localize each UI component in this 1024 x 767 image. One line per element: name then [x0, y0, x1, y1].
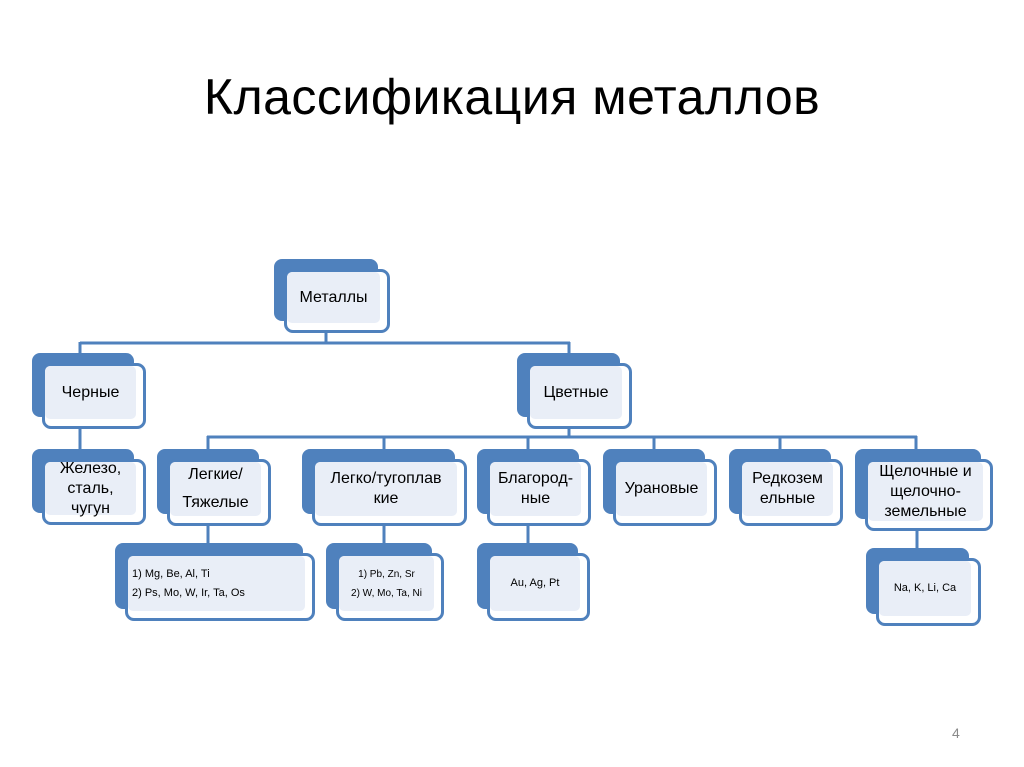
node-metals: Металлы: [274, 259, 390, 333]
node-alkali-examples: Na, K, Li, Ca: [866, 548, 981, 626]
line: Редкозем: [752, 470, 823, 487]
node-noble-examples: Au, Ag, Pt: [477, 543, 590, 621]
line: Тяжелые: [182, 494, 249, 511]
line: Благород-: [497, 470, 574, 487]
line: чугун: [70, 499, 110, 517]
line: Na, K, Li, Ca: [893, 582, 957, 594]
line: Легкие/: [188, 466, 243, 483]
line: ельные: [759, 490, 816, 507]
node-fusible-refractory: Легко/тугоплав кие: [302, 449, 467, 526]
line: 1) Mg, Be, Al, Ti: [132, 567, 210, 580]
line: Железо,: [59, 459, 122, 477]
line: кие: [373, 490, 399, 507]
line: 1) Pb, Zn, Sr: [358, 568, 415, 580]
line: Au, Ag, Pt: [510, 577, 560, 589]
node-light-heavy: Легкие/ Тяжелые: [157, 449, 271, 526]
line: 2) W, Mo, Ta, Ni: [351, 587, 422, 599]
slide-title: Классификация металлов: [203, 69, 821, 125]
line: земельные: [884, 502, 967, 520]
line: Урановые: [624, 480, 699, 497]
line: ные: [520, 490, 551, 507]
line: щелочно-: [890, 482, 961, 500]
page-number: 4: [952, 725, 960, 741]
node-alkali: Щелочные и щелочно- земельные: [855, 449, 993, 531]
node-nonferrous: Цветные: [517, 353, 632, 429]
node-metals-label: Металлы: [287, 272, 380, 323]
line: Легко/тугоплав: [330, 470, 442, 487]
line: сталь,: [67, 479, 114, 497]
node-ferrous: Черные: [32, 353, 146, 429]
node-ferrous-label: Черные: [45, 366, 136, 419]
node-iron-steel-castiron: Железо, сталь, чугун: [32, 449, 146, 525]
line: Щелочные и: [879, 462, 972, 480]
node-light-heavy-examples: 1) Mg, Be, Al, Ti 2) Ps, Mo, W, Ir, Ta, …: [115, 543, 315, 621]
node-uranium: Урановые: [603, 449, 717, 526]
node-noble: Благород- ные: [477, 449, 591, 526]
node-fusible-examples: 1) Pb, Zn, Sr 2) W, Mo, Ta, Ni: [326, 543, 444, 621]
line: 2) Ps, Mo, W, Ir, Ta, Os: [132, 586, 245, 599]
node-nonferrous-label: Цветные: [530, 366, 622, 419]
node-rare-earth: Редкозем ельные: [729, 449, 843, 526]
